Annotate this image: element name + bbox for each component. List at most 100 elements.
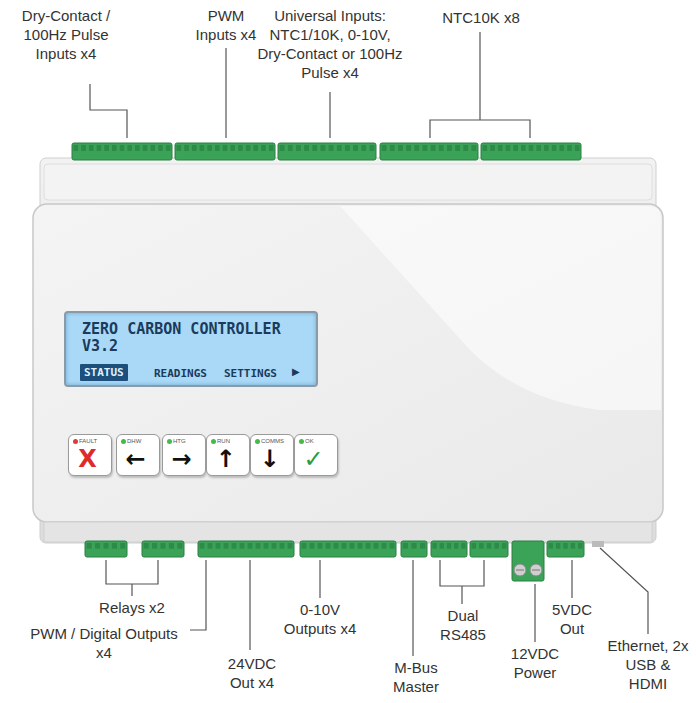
- push-button: DHW←: [116, 434, 160, 476]
- terminal-pin: [192, 145, 197, 151]
- screw-slot: [532, 570, 540, 571]
- terminal-pin: [490, 145, 495, 151]
- terminal-pin: [494, 543, 499, 549]
- terminal-pin: [431, 145, 436, 151]
- terminal-pin: [455, 145, 460, 151]
- terminal-pin: [472, 543, 477, 549]
- terminal-block: [380, 143, 478, 160]
- terminal-pin: [329, 145, 334, 151]
- terminal-block: [175, 143, 275, 160]
- leader-line: [190, 560, 206, 630]
- terminal-pin: [177, 145, 182, 151]
- terminal-pin: [361, 145, 366, 151]
- terminal-pin: [454, 543, 458, 549]
- terminal-pin: [320, 145, 325, 151]
- terminal-pin: [223, 145, 228, 151]
- terminal-pin: [280, 145, 285, 151]
- terminal-pin: [120, 145, 125, 151]
- terminal-pin: [112, 543, 117, 549]
- terminal-pin: [264, 543, 269, 549]
- leader-line: [534, 584, 535, 642]
- button-caption: RUN: [217, 438, 230, 444]
- terminal-block: [85, 541, 127, 557]
- terminal-pin: [556, 543, 560, 549]
- terminal-pin: [447, 543, 451, 549]
- callout-label: NTC10K x8: [431, 8, 531, 27]
- menu-item-selected: STATUS: [80, 364, 128, 381]
- terminal-pin: [390, 543, 395, 549]
- terminal-body: [175, 143, 275, 160]
- button-symbol: ✓: [295, 446, 332, 472]
- terminal-pin: [326, 543, 331, 549]
- menu-item: STATUS: [84, 366, 124, 379]
- push-button: FAULTX: [68, 434, 112, 476]
- terminal-pin: [269, 145, 274, 151]
- terminal-pin: [120, 543, 125, 549]
- terminal-pin: [215, 145, 220, 151]
- terminal-pin: [95, 543, 100, 549]
- callout-label: Dry-Contact / 100Hz Pulse Inputs x4: [10, 6, 122, 63]
- terminal-pin: [440, 543, 444, 549]
- terminal-pin: [177, 543, 182, 549]
- button-symbol: →: [163, 446, 200, 472]
- terminal-body: [380, 143, 478, 160]
- terminal-pin: [575, 145, 580, 151]
- button-symbol: ↓: [251, 446, 288, 472]
- terminal-pin: [369, 145, 374, 151]
- terminal-pin: [548, 543, 552, 549]
- terminal-pin: [97, 145, 102, 151]
- terminal-pin: [261, 145, 266, 151]
- terminal-body: [481, 143, 581, 160]
- terminal-pin: [461, 543, 465, 549]
- terminal-block: [470, 541, 508, 557]
- power-terminal: [512, 541, 544, 581]
- terminal-body: [512, 541, 544, 581]
- terminal-pin: [304, 145, 309, 151]
- terminal-pin: [158, 145, 163, 151]
- terminal-pin: [479, 543, 484, 549]
- terminal-block: [142, 541, 184, 557]
- terminal-pin: [342, 543, 347, 549]
- terminal-pin: [208, 543, 213, 549]
- callout-label: 12VDC Power: [504, 644, 566, 682]
- terminal-pin: [350, 543, 355, 549]
- terminal-pin: [248, 543, 253, 549]
- leader-line: [412, 560, 413, 656]
- terminal-pin: [513, 145, 518, 151]
- lcd-display: ZERO CARBON CONTROLLER V3.2READINGSSETTI…: [64, 311, 318, 387]
- terminal-pin: [432, 543, 436, 549]
- terminal-pin: [536, 145, 541, 151]
- callout-label: Relays x2: [87, 598, 177, 617]
- push-button: OK✓: [294, 434, 338, 476]
- terminal-pin: [103, 543, 108, 549]
- terminal-pin: [256, 543, 261, 549]
- leader-line: [600, 548, 648, 634]
- leader-line: [319, 560, 320, 598]
- callout-label: 5VDC Out: [547, 600, 597, 638]
- status-led: [211, 439, 216, 444]
- leader-line: [571, 560, 572, 598]
- terminal-pin: [224, 543, 229, 549]
- front-panel: [33, 204, 663, 522]
- terminal-pin: [552, 145, 557, 151]
- terminal-pin: [240, 543, 245, 549]
- terminal-pin: [238, 145, 243, 151]
- terminal-pin: [152, 543, 157, 549]
- terminal-block: [300, 541, 396, 557]
- port-edge: [592, 541, 604, 547]
- terminal-pin: [200, 543, 205, 549]
- status-led: [73, 439, 78, 444]
- status-led: [255, 439, 260, 444]
- leader-bracket: [440, 560, 484, 604]
- callout-label: 24VDC Out x4: [217, 654, 287, 692]
- terminal-block: [401, 541, 427, 557]
- leader-bracket: [430, 32, 530, 138]
- terminal-body: [85, 541, 127, 557]
- terminal-pin: [127, 145, 132, 151]
- terminal-body: [278, 143, 376, 160]
- terminal-pin: [463, 145, 468, 151]
- terminal-pin: [207, 145, 212, 151]
- screw-slot: [516, 570, 524, 571]
- status-led: [167, 439, 172, 444]
